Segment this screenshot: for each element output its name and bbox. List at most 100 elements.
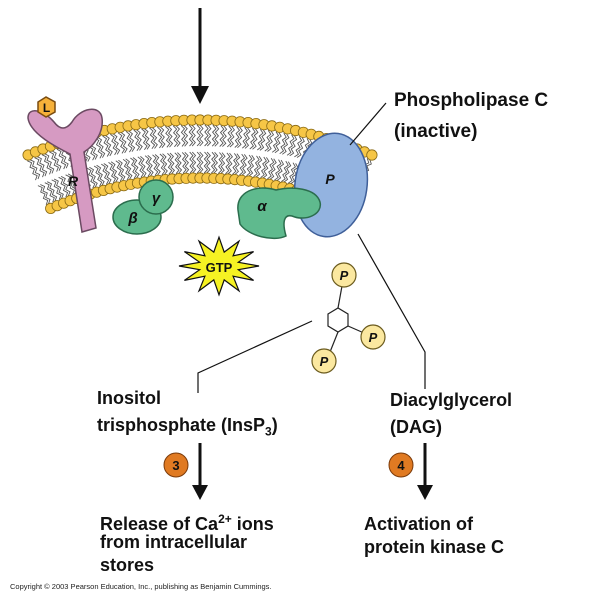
lipid-tail — [227, 152, 234, 175]
lipid-tail — [199, 151, 204, 174]
pkc-label-line2: protein kinase C — [364, 537, 505, 557]
lipid-tail — [51, 150, 62, 171]
dag-arrow — [417, 443, 433, 500]
lipid-tail — [154, 154, 161, 176]
step-4-badge: 4 — [388, 452, 414, 478]
lipid-tail — [44, 153, 55, 174]
lipid-tail — [188, 124, 194, 147]
lipid-tail — [101, 163, 110, 185]
dag-label-line1: Diacylglycerol — [390, 390, 513, 410]
lipid-tail — [60, 176, 71, 197]
lipid-tail — [27, 160, 38, 181]
lipid-tail — [102, 135, 111, 157]
lipid-tail — [110, 161, 119, 183]
lipid-tail — [296, 136, 305, 158]
lipid-tail — [219, 125, 225, 147]
step-3-number: 3 — [172, 458, 179, 473]
lipid-tail — [177, 152, 183, 174]
incoming-signal-arrow — [191, 8, 209, 104]
lipid-tail — [234, 153, 241, 175]
lipid-tail — [237, 126, 243, 149]
insp3-label-line1: Inositol — [97, 386, 161, 410]
lipid-tail — [89, 166, 98, 188]
lipid-tail — [51, 179, 62, 200]
copyright-notice: Copyright © 2003 Pearson Education, Inc.… — [10, 582, 272, 591]
plc-label-line1: Phospholipase C — [394, 90, 549, 111]
lipid-tail — [271, 131, 280, 153]
lipid-tail — [167, 125, 174, 148]
lipid-tail — [180, 125, 186, 147]
lipid-tail — [159, 153, 166, 176]
ca-release-label-line3: stores — [100, 555, 155, 575]
lipid-tail — [65, 174, 75, 195]
plc-label-line2: (inactive) — [394, 121, 478, 142]
insp3-arrow — [192, 443, 208, 500]
lipid-tail — [93, 165, 103, 187]
lipid-tail — [287, 162, 296, 184]
lipid-tail — [122, 158, 131, 181]
phosphate-label-2: P — [369, 330, 378, 345]
lipid-tail — [217, 152, 224, 174]
lipid-tail — [97, 136, 106, 158]
lipid-tail — [257, 128, 264, 151]
lipid-tail — [94, 137, 103, 159]
lipid-tail — [267, 130, 275, 152]
ca-release-label-line2: from intracellular — [100, 532, 248, 552]
lipid-tail — [137, 156, 145, 178]
lipid-tail — [281, 160, 289, 182]
pkc-label-line1: Activation of — [364, 514, 474, 534]
lipid-tail — [125, 158, 133, 180]
lipid-tail — [282, 133, 290, 155]
lipid-tail — [276, 159, 285, 182]
dag-label-line2: (DAG) — [390, 417, 442, 437]
lipid-tail — [229, 125, 236, 148]
gtp-burst: GTP — [178, 235, 260, 297]
lipid-tail — [289, 135, 298, 157]
lipid-tail — [196, 151, 202, 174]
lipid-tail — [164, 126, 171, 148]
lipid-tail — [44, 182, 55, 203]
g-protein-gamma-subunit: γ — [138, 179, 174, 215]
lipid-tail — [222, 125, 228, 147]
lipid-tail — [294, 136, 303, 158]
alpha-label: α — [257, 198, 267, 215]
insp3-connector-line — [197, 320, 313, 393]
lipid-tail — [232, 153, 238, 175]
insp3-label-line2: trisphosphate (InsP3) — [97, 413, 278, 444]
ligand-label: L — [43, 101, 50, 115]
lipid-tail — [36, 156, 48, 177]
lipid-tail — [169, 152, 176, 175]
lipid-tail — [214, 125, 220, 147]
step-3-badge: 3 — [163, 452, 189, 478]
lipid-tail — [225, 152, 231, 175]
lipid-tail — [206, 151, 211, 174]
lipid-tail — [211, 124, 217, 147]
lipid-tail — [96, 164, 105, 186]
lipid-tail — [117, 132, 126, 154]
lipid-tail — [118, 159, 126, 182]
lipid-tail — [103, 163, 112, 185]
lipid-tail — [252, 128, 259, 150]
beta-label: β — [127, 210, 137, 227]
lipid-tail — [246, 154, 253, 177]
lipid-tail — [174, 152, 180, 174]
lipid-tail — [159, 126, 166, 148]
insp3-label-subscript: 3 — [265, 424, 272, 439]
lipid-tail — [262, 157, 270, 179]
ca-release-prefix: Release of Ca — [100, 514, 219, 534]
lipid-tail — [147, 155, 154, 177]
lipid-tail — [249, 127, 256, 150]
phosphate-group-1: P — [331, 262, 357, 288]
lipid-tail — [40, 184, 51, 205]
lipid-tail — [184, 151, 190, 174]
lipid-tail — [241, 154, 248, 176]
lipid-tail — [136, 129, 143, 151]
lipid-tail — [86, 167, 96, 189]
g-protein-alpha-subunit: α — [237, 187, 321, 240]
lipid-tail — [267, 158, 275, 180]
phosphate-group-3: P — [311, 348, 337, 374]
lipid-tail — [128, 130, 136, 152]
lipid-tail — [189, 151, 194, 174]
lipid-tail — [110, 133, 118, 156]
